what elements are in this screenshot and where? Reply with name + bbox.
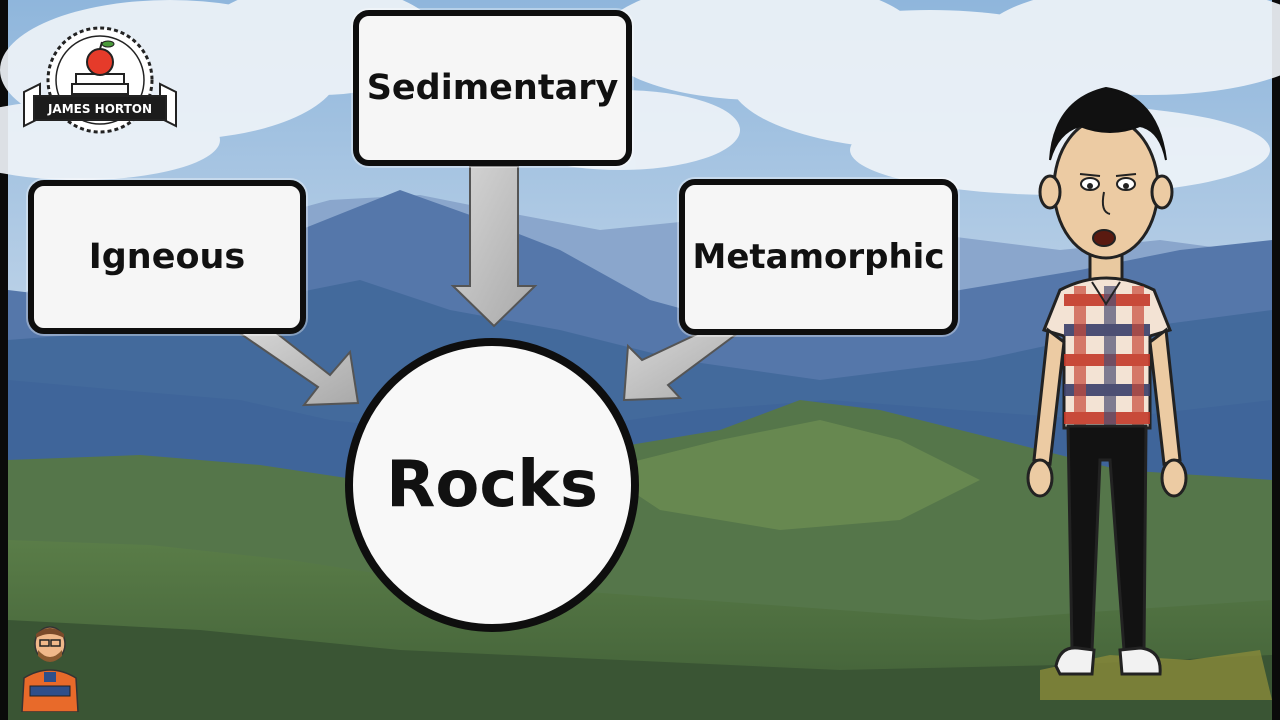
foreground-grass: [8, 620, 1272, 720]
clouds: [0, 0, 1280, 195]
sedimentary-label: Sedimentary: [366, 68, 619, 108]
arrow-sedimentary-to-rocks: [450, 165, 538, 328]
character-pants: [1066, 424, 1148, 652]
metamorphic-label: Metamorphic: [692, 237, 945, 277]
igneous-box: Igneous: [28, 180, 306, 334]
sunlit-slope: [600, 420, 980, 530]
arrow-metamorphic-to-rocks: [622, 329, 746, 402]
metamorphic-box: Metamorphic: [679, 179, 958, 335]
cartoon-character: [1026, 86, 1188, 676]
sedimentary-box: Sedimentary: [353, 10, 632, 166]
left-shoe: [1054, 646, 1096, 676]
rocks-circle: Rocks: [345, 338, 639, 632]
character-hair: [1049, 86, 1167, 161]
presenter-avatar: [21, 626, 79, 712]
brand-logo: JAMES HORTON: [23, 26, 177, 134]
arrow-igneous-to-rocks: [234, 331, 360, 407]
character-mouth: [1092, 229, 1116, 247]
left-border: [0, 0, 8, 720]
brand-name: JAMES HORTON: [47, 102, 152, 116]
right-shoe: [1118, 646, 1162, 676]
rocks-label: Rocks: [386, 448, 598, 522]
igneous-label: Igneous: [88, 237, 246, 277]
apple-icon: [86, 48, 114, 76]
arrows: [234, 165, 746, 407]
right-border: [1272, 0, 1280, 720]
